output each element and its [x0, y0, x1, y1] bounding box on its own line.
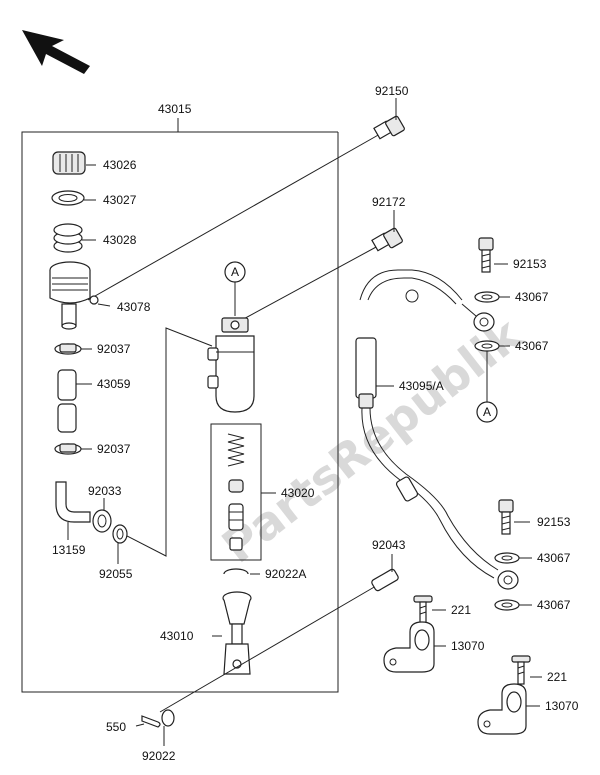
washer-43067-b: [474, 340, 510, 402]
pin-92043: [159, 554, 399, 713]
ring-92033: [92, 498, 112, 533]
reference-mark-a-top-text: A: [231, 265, 239, 279]
kit-43020: [210, 423, 276, 561]
assembly-label-43015: 43015: [158, 102, 192, 116]
part-label-13159: 13159: [52, 543, 86, 557]
banjo-bolt-92153-bottom: [498, 499, 530, 535]
part-label-13070-b: 13070: [545, 699, 579, 713]
elbow-13159: [55, 481, 91, 540]
banjo-bolt-92153-top: [478, 237, 508, 273]
bolt-92150: [87, 98, 405, 301]
reservoir-43078: [49, 261, 111, 330]
part-label-43020: 43020: [281, 486, 315, 500]
part-label-92150: 92150: [375, 84, 409, 98]
bolt-92172: [237, 210, 403, 323]
part-label-43067-c: 43067: [537, 551, 571, 565]
diaphragm-43028: [53, 223, 96, 253]
direction-arrow-icon: [22, 30, 90, 74]
master-cylinder-body: [207, 317, 255, 413]
oring-92055: [112, 327, 213, 564]
hose-43059: [57, 369, 92, 433]
part-label-92055: 92055: [99, 567, 133, 581]
part-label-13070-a: 13070: [451, 639, 485, 653]
part-label-43028: 43028: [103, 233, 137, 247]
cap-43026: [52, 151, 96, 175]
reference-mark-a-right-text: A: [483, 405, 491, 419]
part-label-43010: 43010: [160, 629, 194, 643]
part-label-43067-d: 43067: [537, 598, 571, 612]
part-label-92037-bottom: 92037: [97, 442, 131, 456]
screw-221-a: [413, 595, 446, 636]
bracket-13070-a: [383, 621, 446, 673]
part-label-43067-b: 43067: [515, 339, 549, 353]
part-label-43067-a: 43067: [515, 290, 549, 304]
washer-43067-d: [494, 599, 532, 611]
part-label-92033: 92033: [88, 484, 122, 498]
part-label-43095A: 43095/A: [399, 379, 444, 393]
cotter-pin-550: [135, 715, 161, 728]
part-label-92022: 92022: [142, 749, 176, 763]
part-label-43026: 43026: [103, 158, 137, 172]
part-label-92172: 92172: [372, 195, 406, 209]
part-label-43027: 43027: [103, 193, 137, 207]
part-label-92037-top: 92037: [97, 342, 131, 356]
part-label-92153-top: 92153: [513, 257, 547, 271]
reference-mark-a-right: A: [476, 401, 498, 423]
part-label-43078: 43078: [117, 300, 151, 314]
washer-43067-c: [494, 552, 532, 564]
part-label-92022A: 92022A: [265, 567, 306, 581]
part-label-221-a: 221: [451, 603, 471, 617]
part-label-92043: 92043: [372, 538, 406, 552]
part-label-221-b: 221: [547, 670, 567, 684]
bracket-13070-b: [477, 683, 540, 735]
push-rod-43010: [212, 591, 252, 675]
washer-43067-a: [474, 291, 510, 303]
brake-hose-43095A: [355, 269, 519, 590]
part-label-550: 550: [106, 720, 126, 734]
clamp-92037-top: [54, 343, 92, 355]
washer-92022: [161, 709, 175, 746]
circlip-92022A: [223, 568, 260, 575]
ring-43027: [51, 190, 96, 206]
assembly-bracket: [21, 118, 339, 693]
clamp-92037-bottom: [54, 443, 92, 455]
part-label-92153-bottom: 92153: [537, 515, 571, 529]
part-label-43059: 43059: [97, 377, 131, 391]
reference-mark-a-top: A: [224, 261, 246, 316]
